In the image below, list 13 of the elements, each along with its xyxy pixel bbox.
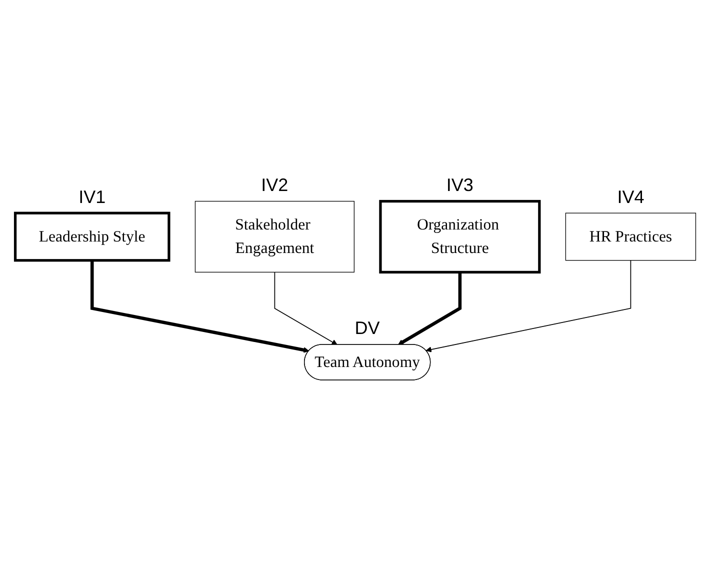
- node-caption: IV2: [261, 175, 288, 196]
- arrow: [90, 260, 310, 353]
- arrow: [398, 272, 462, 345]
- arrow: [426, 260, 632, 352]
- node-box: [194, 200, 354, 272]
- node-caption: IV4: [617, 186, 644, 208]
- node-caption: IV1: [78, 186, 106, 208]
- node-box: [379, 200, 541, 274]
- arrow: [274, 272, 338, 345]
- node-box: [565, 212, 696, 261]
- node-box: [14, 212, 170, 262]
- node-caption: DV: [354, 318, 380, 340]
- node-caption: IV3: [446, 175, 474, 196]
